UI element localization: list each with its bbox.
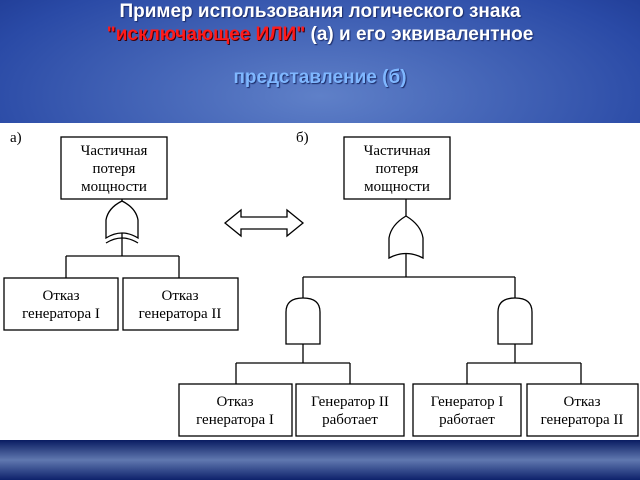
and-gate-right-icon	[497, 297, 533, 345]
title-line-2-rest: (а) и его эквивалентное	[305, 24, 534, 45]
title-line-3: представление (б)	[233, 67, 407, 88]
slide-title: Пример использования логического знака "…	[0, 0, 640, 89]
panel-b-label: б)	[296, 130, 309, 146]
a-top-event-line-2: потеря	[93, 161, 136, 177]
b-gen2-fail-line-2: генератора II	[541, 412, 624, 428]
panel-a-tree: Частичная потеря мощности Отказ генерато…	[3, 136, 239, 331]
title-line-1: Пример использования логического знака	[119, 1, 521, 22]
b-top-event-line-3: мощности	[364, 179, 430, 195]
a-gen2-fail-box	[122, 277, 239, 331]
b-gen1-works-line-2: работает	[439, 412, 495, 428]
panel-a-label: а)	[10, 130, 22, 146]
b-gen2-fail-box	[526, 383, 639, 437]
a-top-event-box	[60, 136, 168, 200]
and-gate-left-icon	[285, 297, 321, 345]
b-top-event-line-1: Частичная	[364, 143, 431, 159]
b-gen2-works-line-2: работает	[322, 412, 378, 428]
b-gen1-fail-box	[178, 383, 293, 437]
b-gen2-fail-line-1: Отказ	[563, 394, 600, 410]
b-gen1-works-line-1: Генератор I	[431, 394, 504, 410]
panel-b-tree: Частичная потеря мощности Отказ генерато…	[178, 136, 639, 437]
title-line-2: "исключающее ИЛИ" (а) и его эквивалентно…	[0, 23, 640, 46]
bottom-shine	[0, 440, 640, 480]
a-gen2-fail-line-2: генератора II	[139, 306, 222, 322]
b-top-event-box	[343, 136, 451, 200]
b-gen1-fail-line-1: Отказ	[216, 394, 253, 410]
a-gen1-fail-line-1: Отказ	[42, 288, 79, 304]
a-top-event-line-1: Частичная	[81, 143, 148, 159]
a-top-event-line-3: мощности	[81, 179, 147, 195]
a-gen1-fail-line-2: генератора I	[22, 306, 100, 322]
b-gen2-works-line-1: Генератор II	[311, 394, 389, 410]
title-quoted-term: "исключающее ИЛИ"	[106, 24, 306, 45]
b-gen2-works-box	[295, 383, 405, 437]
b-top-event-line-2: потеря	[376, 161, 419, 177]
equivalence-double-arrow-icon	[223, 208, 305, 238]
a-gen1-fail-box	[3, 277, 119, 331]
b-gen1-fail-line-2: генератора I	[196, 412, 274, 428]
a-gen2-fail-line-1: Отказ	[161, 288, 198, 304]
or-gate-icon	[388, 215, 424, 260]
b-gen1-works-box	[412, 383, 522, 437]
